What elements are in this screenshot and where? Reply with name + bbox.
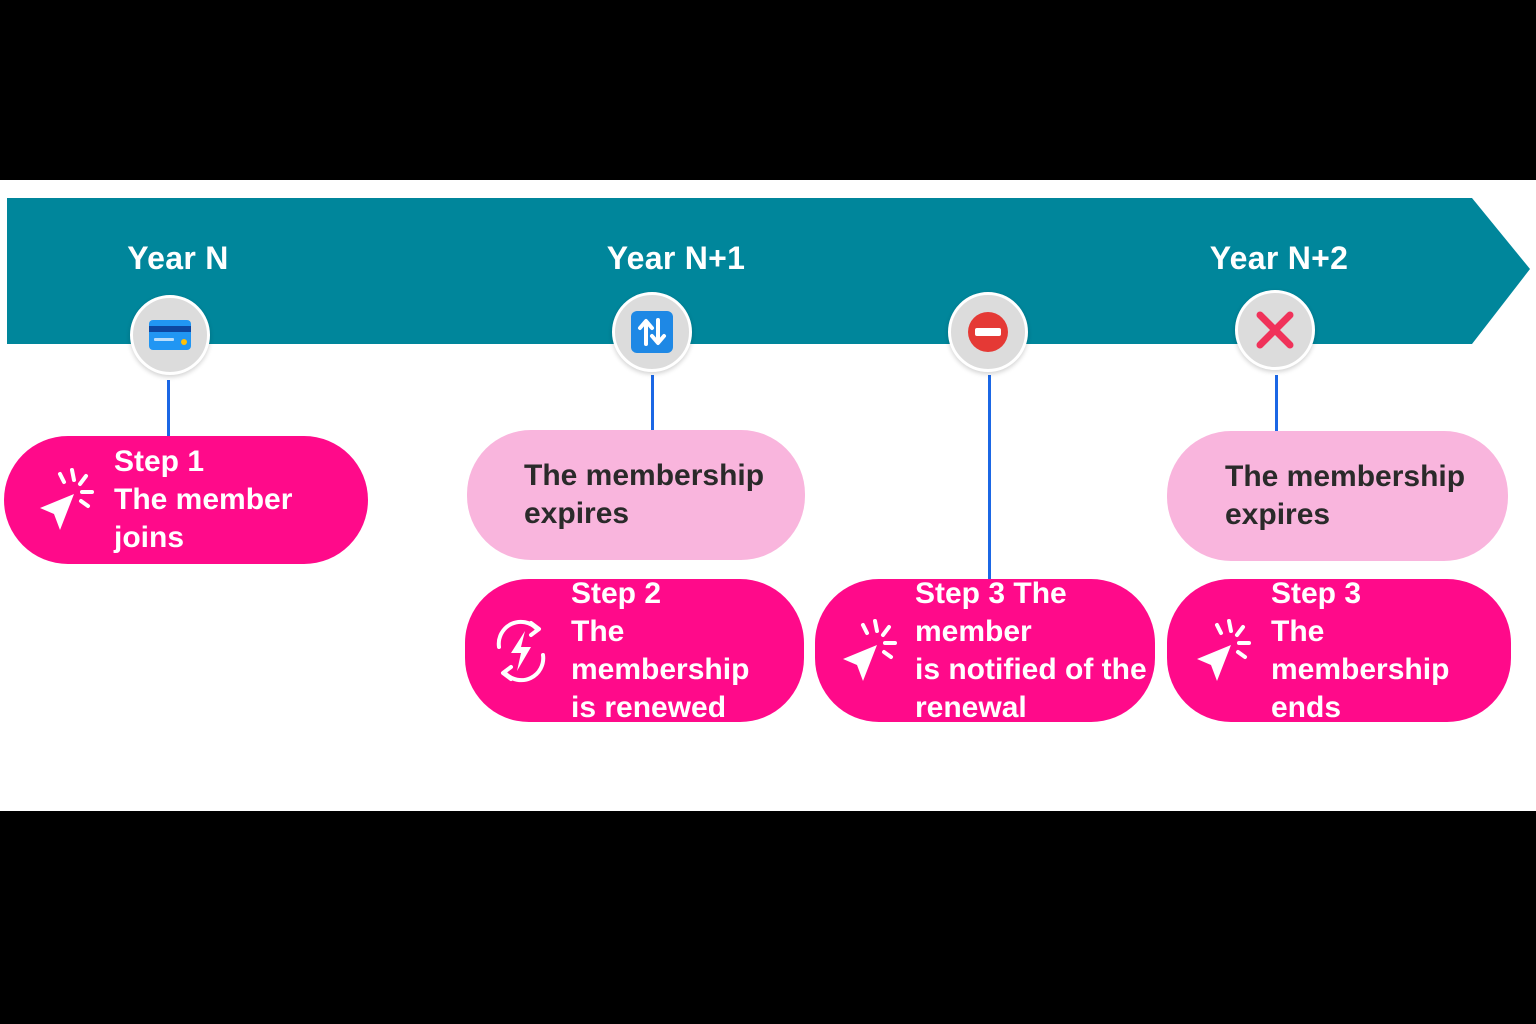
card-step-1-line-1: Step 1: [114, 445, 205, 478]
credit-card-icon: [149, 320, 191, 350]
click-cursor-icon: [34, 464, 98, 536]
card-step-2: Step 2 The membership is renewed: [465, 577, 804, 724]
card-expires-1-line-2: expires: [524, 497, 630, 530]
card-step-3-ends: Step 3 The membership ends: [1167, 577, 1511, 724]
timeline-arrow-band: [7, 198, 1530, 344]
card-step-3-ends-line-3: ends: [1271, 690, 1342, 724]
year-label-n-plus-1: Year N+1: [606, 240, 746, 276]
renew-arrows-icon: [631, 311, 673, 353]
cross-mark-icon: [1256, 311, 1294, 349]
card-expires-2-line-2: expires: [1225, 498, 1331, 531]
card-expires-2-line-1: The membership: [1225, 460, 1466, 493]
card-expires-1: The membership expires: [467, 430, 805, 560]
timeline-node-join: [130, 295, 210, 375]
card-step-1: Step 1 The member joins: [4, 436, 368, 564]
timeline-node-end: [1235, 290, 1315, 370]
card-expires-1-line-1: The membership: [524, 459, 765, 492]
card-step-2-line-1: Step 2: [571, 576, 662, 610]
year-label-n-plus-2: Year N+2: [1209, 240, 1349, 276]
card-step-3-ends-line-2: The membership: [1271, 614, 1450, 686]
card-expires-2: The membership expires: [1167, 431, 1508, 561]
timeline-node-notify: [948, 292, 1028, 372]
card-step-3-notified-line-2: is notified of the: [915, 652, 1147, 686]
click-cursor-icon: [837, 615, 901, 687]
connector-line-3: [988, 375, 991, 583]
click-cursor-icon: [1191, 615, 1255, 687]
connector-line-1: [167, 380, 170, 440]
year-label-n: Year N: [127, 240, 229, 276]
card-step-3-notified-line-1: Step 3 The member: [915, 576, 1067, 648]
connector-line-2: [651, 375, 654, 437]
card-step-2-line-3: is renewed: [571, 690, 727, 724]
card-step-3-ends-line-1: Step 3: [1271, 576, 1362, 610]
refresh-lightning-icon: [485, 615, 557, 687]
card-step-3-notified-line-3: renewal: [915, 690, 1027, 724]
timeline-diagram: Year N Year N+1 Year N+2: [0, 180, 1536, 811]
connector-line-4: [1275, 375, 1278, 435]
timeline-node-renew: [612, 292, 692, 372]
no-entry-icon: [968, 312, 1008, 352]
card-step-3-notified: Step 3 The member is notified of the ren…: [815, 577, 1155, 724]
card-step-1-line-2: The member joins: [114, 483, 293, 554]
card-step-2-line-2: The membership: [571, 614, 750, 686]
